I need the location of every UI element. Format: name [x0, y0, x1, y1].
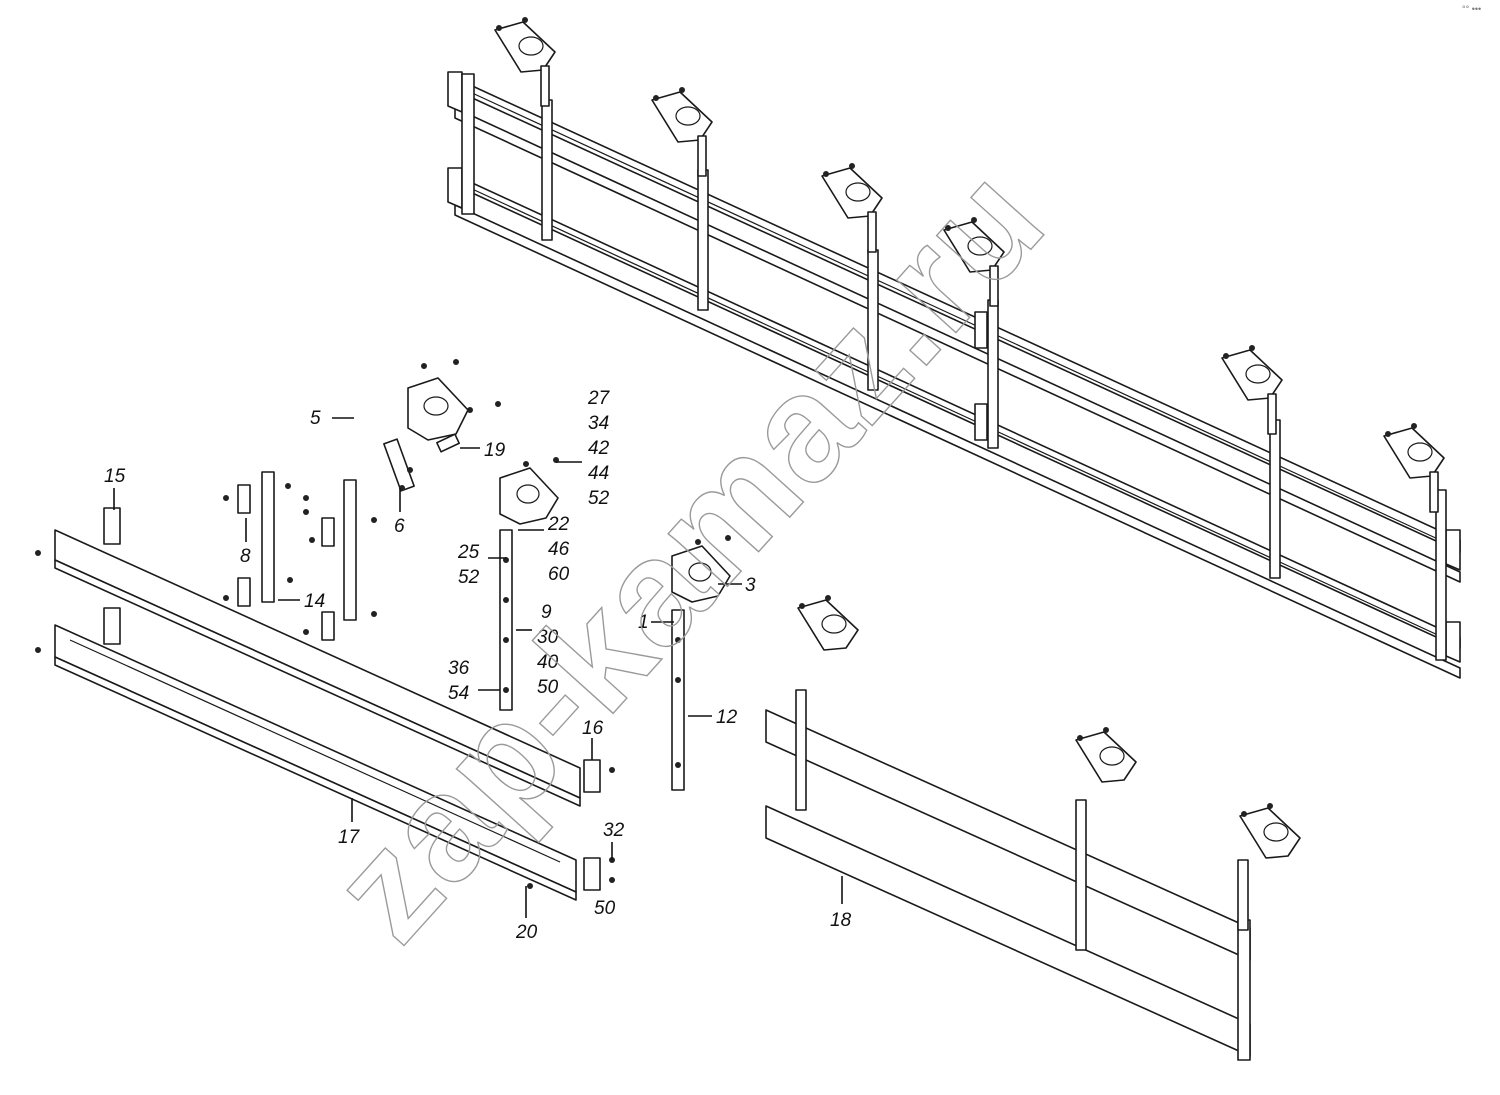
callout-1: 1 [638, 612, 649, 633]
callout-19: 19 [484, 440, 506, 461]
hinge-bracket-exploded [407, 359, 469, 441]
long-side-rack [447, 17, 1461, 679]
callout-27: 27 [587, 388, 611, 409]
hinge-bracket [1383, 423, 1445, 513]
hinge-bracket [494, 17, 556, 107]
callout-54: 54 [448, 683, 469, 704]
post-assembly-12 [671, 535, 731, 791]
callout-14: 14 [304, 591, 325, 612]
hinge-bracket [1075, 727, 1137, 783]
hinge-bracket [943, 217, 1005, 307]
callout-8: 8 [240, 546, 251, 567]
hinge-bracket [797, 595, 859, 651]
hinge-bracket [1239, 803, 1301, 859]
callout-labels: 1 3 5 6 8 9 30 40 50 12 14 15 16 17 18 1… [104, 388, 852, 943]
exploded-small-parts [223, 359, 731, 889]
callout-5: 5 [310, 408, 321, 429]
callout-20: 20 [515, 922, 538, 943]
long-rack-posts [461, 73, 1447, 661]
long-rack-end-plates [447, 71, 1461, 663]
callout-9: 9 [541, 602, 552, 623]
callout-30: 30 [537, 627, 559, 648]
callout-52b: 52 [588, 488, 610, 509]
short-rear-rack [765, 595, 1301, 1061]
callout-22: 22 [547, 514, 570, 535]
callout-16: 16 [582, 718, 604, 739]
callout-32: 32 [603, 820, 625, 841]
callout-18: 18 [830, 910, 852, 931]
callout-50a: 50 [537, 677, 559, 698]
callout-46: 46 [548, 539, 570, 560]
callout-60: 60 [548, 564, 570, 585]
callout-3: 3 [745, 575, 756, 596]
callout-42: 42 [588, 438, 610, 459]
callout-44: 44 [588, 463, 609, 484]
callout-40: 40 [537, 652, 559, 673]
callout-52a: 52 [458, 567, 480, 588]
callout-36: 36 [448, 658, 470, 679]
callout-6: 6 [394, 516, 405, 537]
left-side-boards [35, 507, 601, 901]
callout-15: 15 [104, 466, 126, 487]
callout-12: 12 [716, 707, 738, 728]
long-rack-hinge-brackets [494, 17, 1445, 513]
post-assembly-9 [499, 457, 559, 711]
hinge-bracket [1221, 345, 1283, 435]
callout-17: 17 [338, 827, 361, 848]
watermark-text: zap-kamaz.ru [299, 135, 1076, 971]
callout-25: 25 [457, 542, 480, 563]
callout-34: 34 [588, 413, 609, 434]
bolt-set [223, 401, 501, 635]
hinge-bracket [651, 87, 713, 177]
callout-50b: 50 [594, 898, 616, 919]
leader-lines [113, 417, 843, 918]
corner-mark: °° ••• [1462, 4, 1481, 14]
hinge-bracket [821, 163, 883, 253]
